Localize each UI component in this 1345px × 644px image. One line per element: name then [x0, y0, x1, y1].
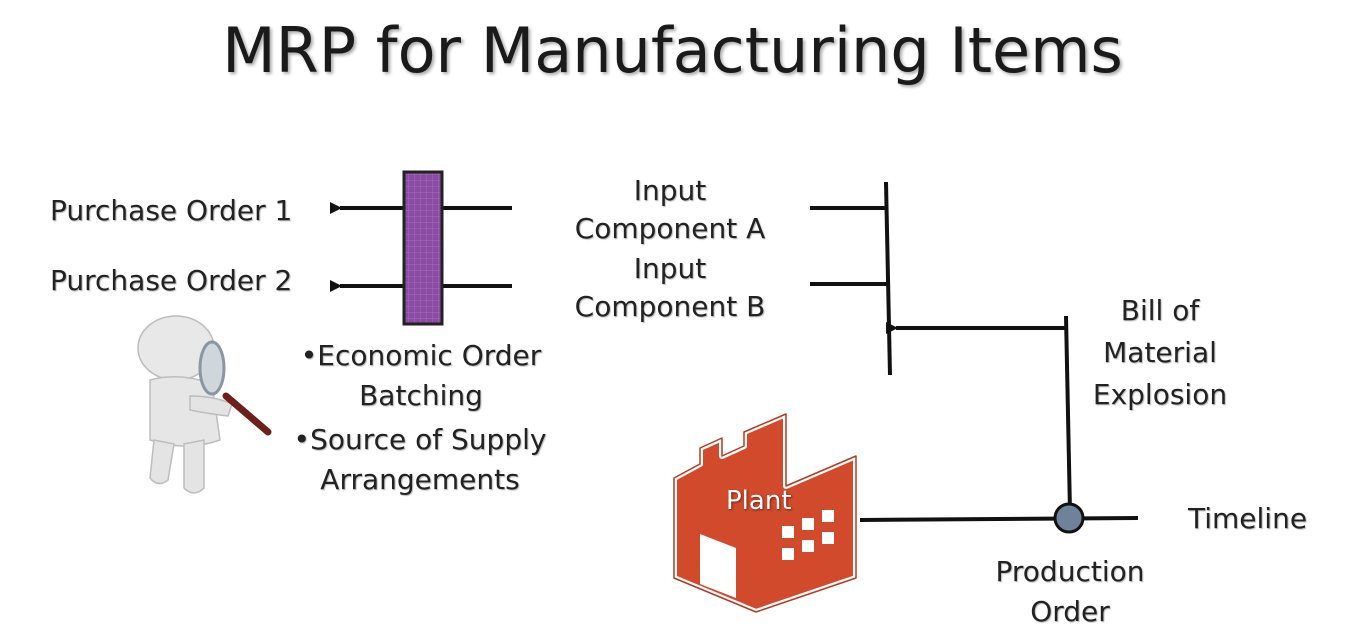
component-a-label: Input Component A — [560, 172, 780, 248]
bullet-text-line2: Arrangements — [320, 463, 520, 496]
component-a-line2: Component A — [574, 212, 766, 245]
bom-explosion-label: Bill of Material Explosion — [1060, 290, 1260, 416]
component-b-line1: Input — [633, 252, 707, 285]
component-b-line2: Component B — [574, 290, 766, 323]
bullet-source-of-supply: •Source of Supply Arrangements — [270, 420, 570, 500]
production-order-line2: Order — [1030, 595, 1110, 628]
purchase-order-2-label: Purchase Order 2 — [50, 264, 293, 297]
production-order-line1: Production — [995, 555, 1145, 588]
bom-line1: Bill of — [1120, 294, 1200, 327]
timeline-label: Timeline — [1188, 502, 1308, 535]
batching-box — [402, 170, 444, 326]
page-title: MRP for Manufacturing Items — [222, 14, 1123, 87]
bullet-marker: • — [300, 339, 318, 372]
bullet-text-line1: Source of Supply — [310, 423, 547, 456]
bullet-text-line2: Batching — [359, 379, 483, 412]
bom-bracket — [884, 181, 892, 376]
bom-vertical-line — [1064, 315, 1072, 513]
plant-icon — [671, 411, 859, 615]
purchase-order-1-label: Purchase Order 1 — [50, 194, 293, 227]
timeline-line — [859, 516, 1139, 522]
bom-line3: Explosion — [1092, 378, 1228, 411]
figure-with-magnifier-icon — [137, 315, 272, 494]
plant-label: Plant — [726, 486, 792, 516]
bullet-marker: • — [293, 423, 311, 456]
component-b-label: Input Component B — [560, 250, 780, 326]
component-a-line1: Input — [633, 174, 707, 207]
production-order-node — [1053, 502, 1085, 534]
bom-line2: Material — [1103, 336, 1217, 369]
production-order-label: Production Order — [970, 552, 1170, 632]
bullet-text-line1: Economic Order — [317, 339, 542, 372]
bullet-economic-order: •Economic Order Batching — [276, 336, 566, 416]
